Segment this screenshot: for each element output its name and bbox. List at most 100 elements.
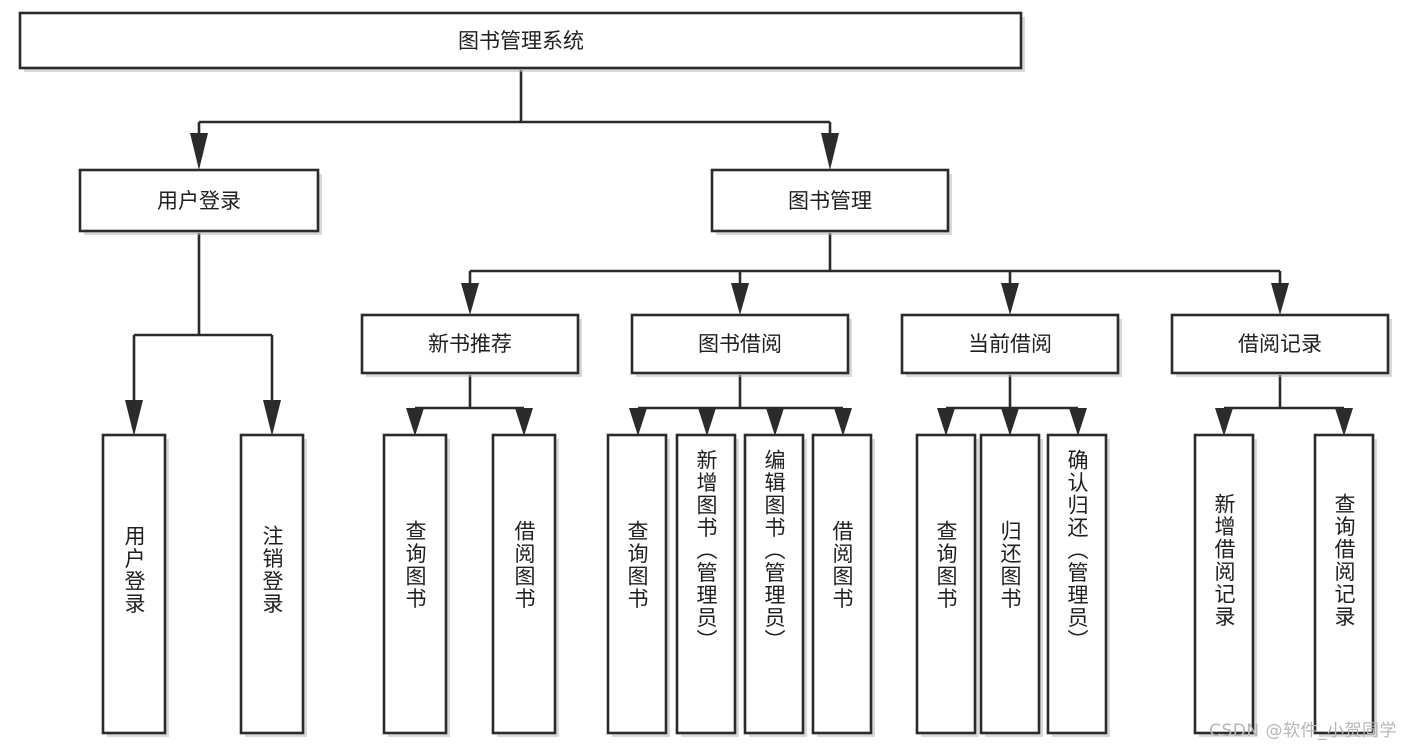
leaf-label-user-login-wrap: 用户登录 [103,435,165,733]
arrow-head-leaf-add-record [1215,408,1233,436]
leaf-label-return-book: 归还图书 [998,520,1022,610]
node-book-manage-label: 图书管理 [788,189,872,213]
arrow-head-leaf-query-record [1335,408,1353,436]
node-root-label: 图书管理系统 [458,29,584,53]
leaf-node-borrow-book-2[interactable] [811,433,875,737]
arrow-head-leaf-user-login [125,400,143,436]
leaf-label-query-book-1: 查询图书 [403,520,427,610]
node-new-book-recommend-box[interactable] [360,313,580,375]
node-user-login-box[interactable] [78,168,320,233]
arrow-head-leaf-query-book-3 [937,408,955,436]
leaf-label-query-book-2-wrap: 查询图书 [608,435,666,733]
leaf-borrow-book-1-box[interactable] [491,433,557,735]
leaf-add-record-box[interactable] [1193,433,1255,735]
connector-group-root-to-level2 [190,70,839,170]
arrow-head-leaf-borrow-book-1 [515,408,533,436]
leaf-label-add-book: 新增图书（管理员） [694,449,718,652]
arrow-head-leaf-query-book-2 [629,408,647,436]
arrow-head-borrowrecord [1271,283,1289,315]
leaf-query-book-1-box[interactable] [382,433,448,735]
leaf-query-record-box[interactable] [1313,433,1375,735]
arrow-head-bookborrow [731,283,749,315]
connector-group-bookmanage-to-level3 [461,233,1289,315]
leaf-node-query-book-1[interactable] [382,433,450,737]
leaf-node-confirm-return[interactable] [1046,433,1110,737]
leaf-label-query-book-3: 查询图书 [934,520,958,610]
connector-group-bookborrow-to-leaves [629,375,852,436]
leaf-node-query-book-3[interactable] [915,433,979,737]
leaf-return-book-box[interactable] [979,433,1041,735]
leaf-borrow-book-2-box[interactable] [811,433,873,735]
leaf-label-return-book-wrap: 归还图书 [981,435,1039,733]
node-book-borrow-box[interactable] [630,313,850,375]
leaf-label-confirm-return-wrap: 确认归还（管理员） [1048,435,1106,733]
connector-group-userlogin-to-leaves [125,233,281,436]
node-new-book-recommend[interactable]: 新书推荐 [360,313,582,377]
leaf-confirm-return-box[interactable] [1046,433,1108,735]
leaf-node-add-record[interactable] [1193,433,1257,737]
leaf-label-add-record-wrap: 新增借阅记录 [1195,435,1253,733]
leaf-label-edit-book-wrap: 编辑图书（管理员） [745,435,803,733]
leaf-query-book-2-box[interactable] [606,433,668,735]
node-root-box[interactable] [18,11,1023,70]
leaf-label-user-login: 用户登录 [122,525,146,615]
node-borrow-record-box[interactable] [1170,313,1390,375]
node-book-manage-box[interactable] [710,168,950,233]
leaf-query-book-3-box[interactable] [915,433,977,735]
node-new-book-recommend-label: 新书推荐 [428,332,512,356]
leaf-label-query-book-2: 查询图书 [625,520,649,610]
node-borrow-record-label: 借阅记录 [1238,332,1322,356]
connector-group-newbook-to-leaves [406,375,533,436]
leaf-label-borrow-book-2-wrap: 借阅图书 [813,435,871,733]
node-user-login[interactable]: 用户登录 [78,168,322,235]
connector-group-borrowrecord-to-leaves [1215,375,1353,436]
leaf-label-add-book-wrap: 新增图书（管理员） [677,435,735,733]
node-current-borrow[interactable]: 当前借阅 [900,313,1122,377]
leaf-node-add-book[interactable] [675,433,739,737]
leaf-node-borrow-book-1[interactable] [491,433,559,737]
leaf-node-logout-login[interactable] [239,433,307,737]
leaf-edit-book-box[interactable] [743,433,805,735]
arrow-head-leaf-add-book [698,408,716,436]
arrow-head-leaf-return-book [1001,408,1019,436]
arrow-head-book-manage [821,133,839,170]
leaf-node-edit-book[interactable] [743,433,807,737]
leaf-label-borrow-book-1-wrap: 借阅图书 [493,435,555,733]
connector-group-currentborrow-to-leaves [937,375,1087,436]
csdn-watermark: CSDN @软件_小贺同学 [1209,721,1397,741]
node-borrow-record[interactable]: 借阅记录 [1170,313,1392,377]
leaf-label-query-book-1-wrap: 查询图书 [384,435,446,733]
leaf-logout-login-box[interactable] [239,433,305,735]
leaf-node-query-record[interactable] [1313,433,1377,737]
leaf-label-confirm-return: 确认归还（管理员） [1065,449,1089,652]
arrow-head-leaf-confirm-return [1069,408,1087,436]
leaf-node-query-book-2[interactable] [606,433,670,737]
node-book-borrow-label: 图书借阅 [698,332,782,356]
node-user-login-label: 用户登录 [157,189,241,213]
leaf-node-user-login[interactable] [101,433,169,737]
leaf-label-borrow-book-2: 借阅图书 [830,520,854,610]
leaf-user-login-box[interactable] [101,433,167,735]
arrow-head-leaf-borrow-book-2 [834,408,852,436]
node-book-borrow[interactable]: 图书借阅 [630,313,852,377]
arrow-head-leaf-edit-book [766,408,784,436]
leaf-label-query-record: 查询借阅记录 [1332,493,1356,628]
arrow-head-leaf-logout [263,400,281,436]
node-current-borrow-label: 当前借阅 [968,332,1052,356]
arrow-head-leaf-query-book-1 [406,408,424,436]
node-root-图书管理系统[interactable]: 图书管理系统 [18,11,1025,72]
arrow-head-newbook [461,283,479,315]
leaf-node-return-book[interactable] [979,433,1043,737]
node-current-borrow-box[interactable] [900,313,1120,375]
arrow-head-currentborrow [1001,283,1019,315]
leaf-label-query-record-wrap: 查询借阅记录 [1315,435,1373,733]
leaf-label-logout-login: 注销登录 [260,525,284,615]
node-book-manage[interactable]: 图书管理 [710,168,952,235]
leaf-label-add-record: 新增借阅记录 [1212,493,1236,628]
leaf-add-book-box[interactable] [675,433,737,735]
leaf-label-borrow-book-1: 借阅图书 [512,520,536,610]
leaf-label-logout-login-wrap: 注销登录 [241,435,303,733]
leaf-label-edit-book: 编辑图书（管理员） [762,449,786,652]
